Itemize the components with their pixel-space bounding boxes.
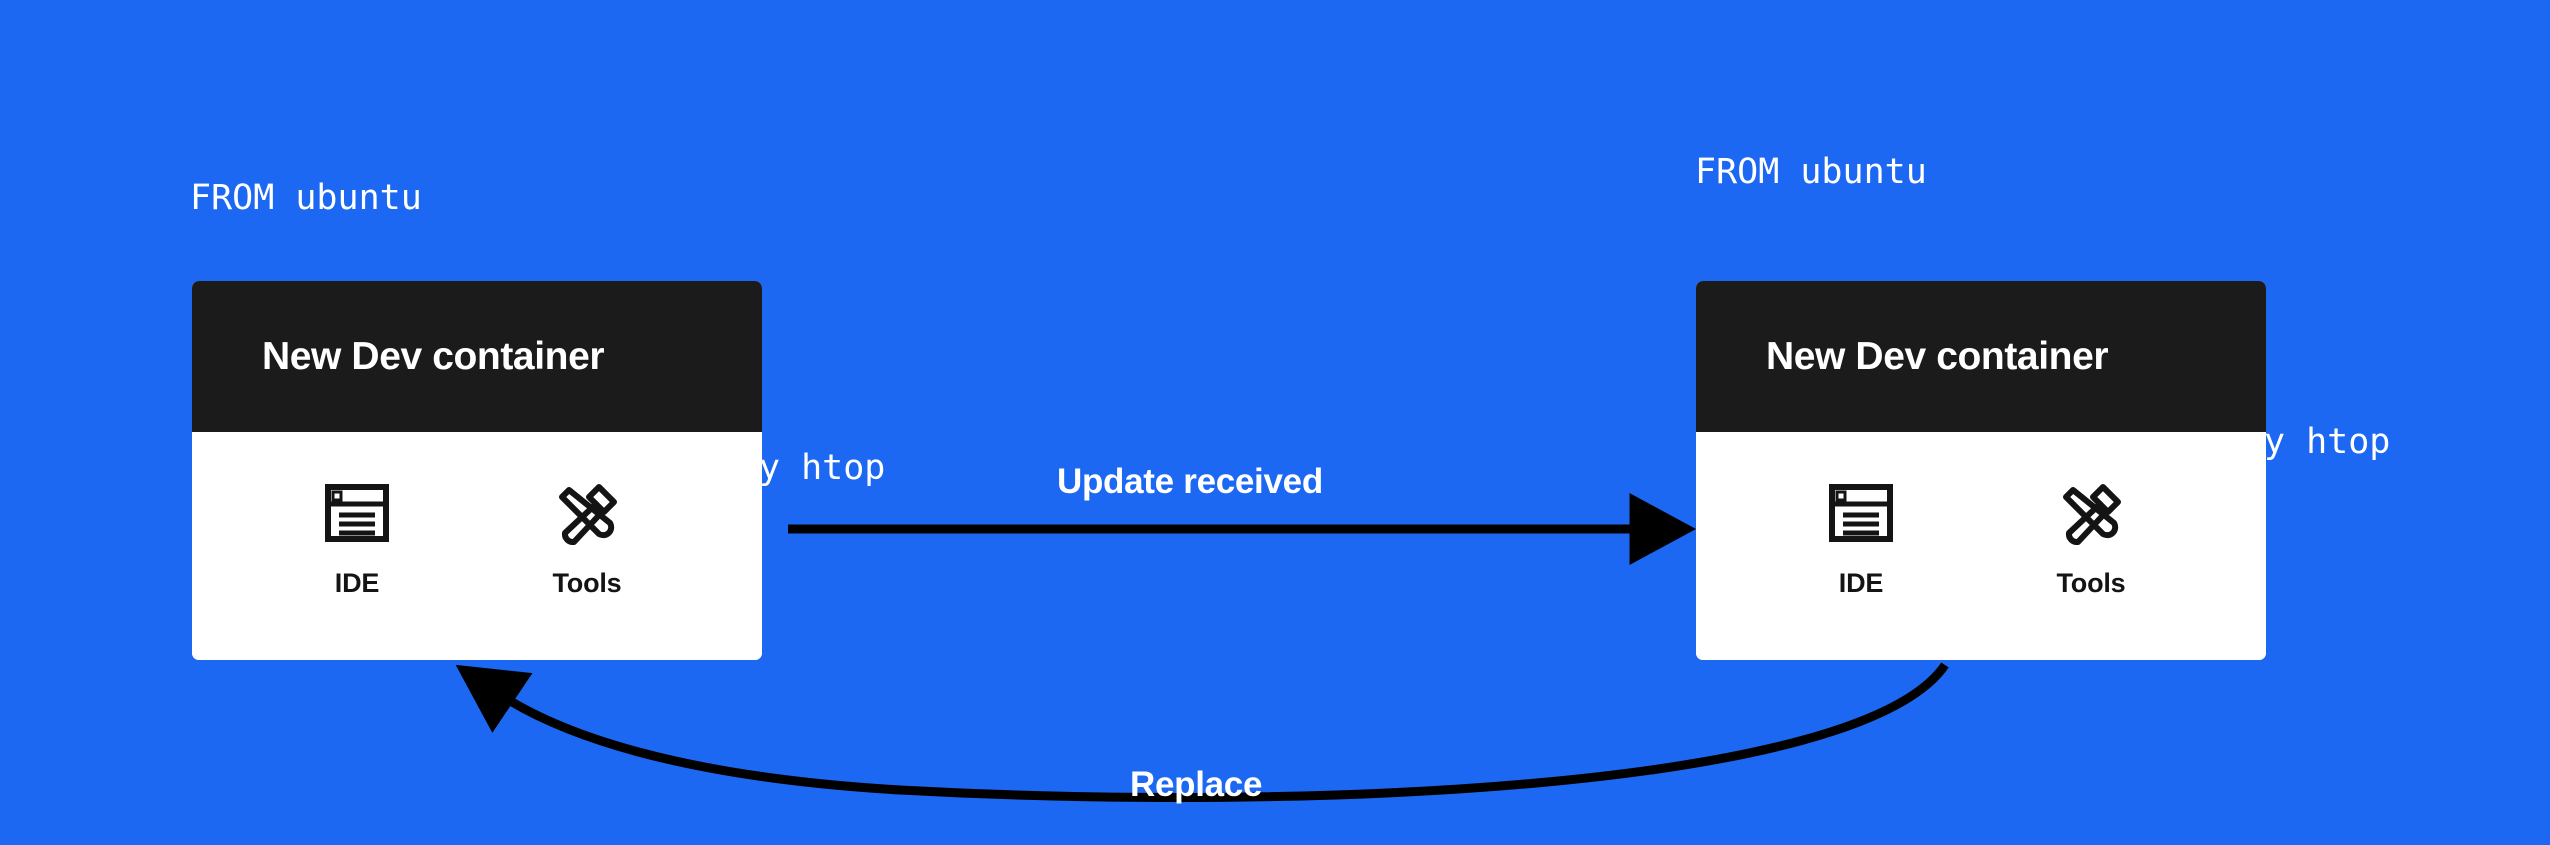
app-item-ide[interactable]: IDE	[1806, 474, 1916, 599]
app-item-tools[interactable]: Tools	[2036, 474, 2146, 599]
app-item-tools[interactable]: Tools	[532, 474, 642, 599]
connector-label-replace: Replace	[1130, 765, 1263, 804]
ide-window-icon	[1828, 474, 1894, 552]
app-label: Tools	[2056, 568, 2126, 598]
dev-container-card-right[interactable]: New Dev container IDE	[1696, 281, 2266, 660]
card-header-left: New Dev container	[192, 281, 762, 432]
ide-window-icon	[324, 474, 390, 552]
card-body-right: IDE Tools	[1696, 432, 2266, 660]
hammer-and-screwdriver-icon	[2056, 474, 2126, 552]
connector-label-update-received: Update received	[1057, 462, 1323, 501]
code-line: FROM ubuntu	[190, 178, 422, 218]
card-title: New Dev container	[262, 334, 605, 378]
card-body-left: IDE Tools	[192, 432, 762, 660]
app-label: IDE	[334, 568, 380, 598]
dev-container-card-left[interactable]: New Dev container IDE	[192, 281, 762, 660]
app-label: Tools	[552, 568, 622, 598]
card-header-right: New Dev container	[1696, 281, 2266, 432]
app-item-ide[interactable]: IDE	[302, 474, 412, 599]
code-line: FROM ubuntu	[1695, 152, 1927, 192]
card-title: New Dev container	[1766, 334, 2109, 378]
hammer-and-screwdriver-icon	[552, 474, 622, 552]
app-label: IDE	[1838, 568, 1884, 598]
